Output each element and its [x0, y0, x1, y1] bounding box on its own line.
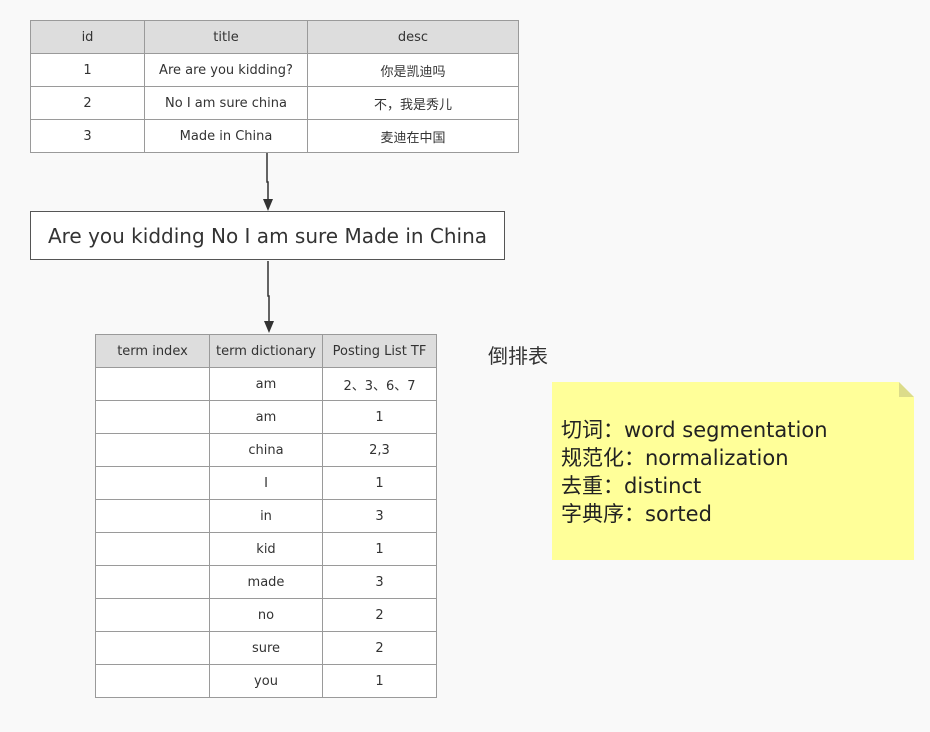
cell-desc: 麦迪在中国 [307, 119, 519, 153]
header-term-index: term index [95, 334, 210, 368]
index-table-header: term index term dictionary Posting List … [95, 334, 437, 368]
merged-text: Are you kidding No I am sure Made in Chi… [47, 223, 488, 248]
cell-posting: 3 [322, 565, 437, 599]
cell-title: Are are you kidding? [144, 53, 308, 87]
table-row: 1 Are are you kidding? 你是凯迪吗 [30, 53, 519, 87]
cell-posting: 1 [322, 532, 437, 566]
table-row: 2 No I am sure china 不，我是秀儿 [30, 86, 519, 120]
cell-desc: 你是凯迪吗 [307, 53, 519, 87]
cell-term-index [95, 598, 210, 632]
cell-term: in [209, 499, 323, 533]
cell-term: am [209, 400, 323, 434]
merged-text-box: Are you kidding No I am sure Made in Chi… [30, 211, 505, 260]
table-row: kid 1 [95, 532, 437, 566]
cell-term-index [95, 400, 210, 434]
header-desc: desc [307, 20, 519, 54]
header-posting-list: Posting List TF [322, 334, 437, 368]
source-table-header: id title desc [30, 20, 519, 54]
table-row: am 2、3、6、7 [95, 367, 437, 401]
table-row: sure 2 [95, 631, 437, 665]
note-lines: 切词：word segmentation 规范化：normalization 去… [561, 416, 828, 528]
cell-posting: 2、3、6、7 [322, 367, 437, 401]
note-line: 去重：distinct [561, 474, 702, 498]
cell-posting: 2 [322, 598, 437, 632]
cell-posting: 2 [322, 631, 437, 665]
cell-term-index [95, 433, 210, 467]
arrow-text-to-index [264, 261, 274, 333]
cell-term: you [209, 664, 323, 698]
table-row: made 3 [95, 565, 437, 599]
cell-posting: 2,3 [322, 433, 437, 467]
table-row: china 2,3 [95, 433, 437, 467]
cell-id: 1 [30, 53, 145, 87]
note-folded-corner [899, 382, 914, 397]
source-table: id title desc 1 Are are you kidding? 你是凯… [30, 20, 519, 153]
header-title: title [144, 20, 308, 54]
cell-posting: 1 [322, 400, 437, 434]
cell-term-index [95, 532, 210, 566]
note-line: 字典序：sorted [561, 502, 712, 526]
cell-term-index [95, 367, 210, 401]
table-row: no 2 [95, 598, 437, 632]
header-term-dictionary: term dictionary [209, 334, 323, 368]
cell-id: 2 [30, 86, 145, 120]
cell-title: Made in China [144, 119, 308, 153]
cell-term: china [209, 433, 323, 467]
arrow-table-to-text [263, 153, 273, 211]
cell-term-index [95, 499, 210, 533]
header-id: id [30, 20, 145, 54]
table-row: in 3 [95, 499, 437, 533]
cell-term: made [209, 565, 323, 599]
cell-desc: 不，我是秀儿 [307, 86, 519, 120]
cell-posting: 3 [322, 499, 437, 533]
cell-term: sure [209, 631, 323, 665]
table-row: am 1 [95, 400, 437, 434]
table-row: 3 Made in China 麦迪在中国 [30, 119, 519, 153]
cell-id: 3 [30, 119, 145, 153]
table-row: I 1 [95, 466, 437, 500]
cell-posting: 1 [322, 664, 437, 698]
note-line: 规范化：normalization [561, 446, 789, 470]
cell-posting: 1 [322, 466, 437, 500]
table-row: you 1 [95, 664, 437, 698]
note-line: 切词：word segmentation [561, 418, 828, 442]
cell-term-index [95, 664, 210, 698]
cell-term: no [209, 598, 323, 632]
cell-term-index [95, 631, 210, 665]
inverted-index-table: term index term dictionary Posting List … [95, 334, 437, 698]
cell-title: No I am sure china [144, 86, 308, 120]
cell-term: kid [209, 532, 323, 566]
cell-term: I [209, 466, 323, 500]
cell-term-index [95, 565, 210, 599]
cell-term-index [95, 466, 210, 500]
sticky-note: 切词：word segmentation 规范化：normalization 去… [552, 382, 914, 560]
cell-term: am [209, 367, 323, 401]
inverted-index-label: 倒排表 [488, 344, 548, 368]
